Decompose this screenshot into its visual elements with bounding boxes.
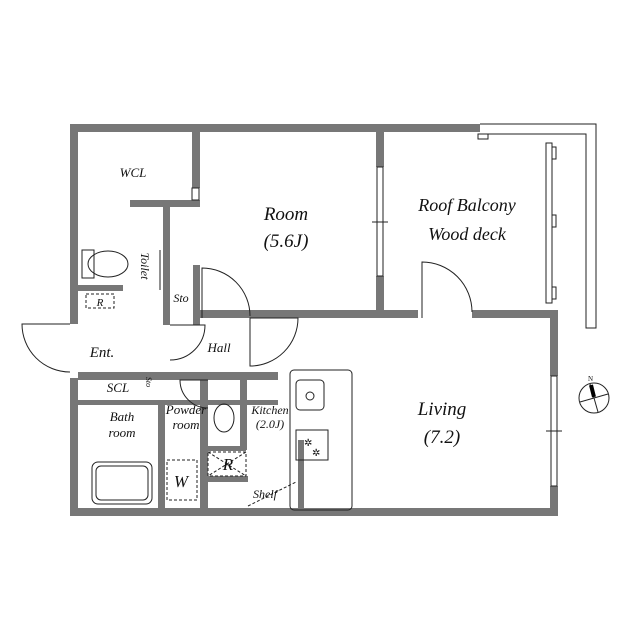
- label-fridge-small: R: [96, 297, 104, 309]
- balcony-outline: [477, 123, 597, 329]
- label-shelf: Shelf: [253, 487, 279, 501]
- bathtub-icon: [91, 461, 153, 505]
- doors: [21, 261, 473, 409]
- washbasin-icon: [213, 403, 235, 433]
- label-bath: Bath: [110, 409, 135, 424]
- burner-icon: ✲: [312, 448, 320, 459]
- small-fridge-space: [85, 293, 115, 309]
- room-labels: WCL Room (5.6J) Roof Balcony Wood deck T…: [89, 165, 516, 501]
- walls: [70, 124, 558, 516]
- label-toilet: Toilet: [138, 253, 152, 281]
- label-sto-upper: Sto: [173, 291, 188, 305]
- label-room: Room: [263, 204, 308, 225]
- compass: N: [578, 375, 610, 414]
- kitchen-counter: [289, 369, 353, 511]
- label-living: Living: [417, 399, 467, 420]
- compass-north-label: N: [588, 375, 593, 383]
- label-hall: Hall: [206, 340, 231, 355]
- label-room-size: (5.6J): [264, 231, 309, 252]
- stove-icon: [295, 429, 329, 461]
- label-entrance: Ent.: [89, 345, 115, 361]
- label-scl: SCL: [107, 380, 129, 395]
- sink-icon: [295, 379, 325, 411]
- label-powder-room: room: [173, 417, 200, 432]
- label-living-size: (7.2): [424, 427, 460, 448]
- fixtures: ✲ ✲: [81, 249, 353, 511]
- washer-space: [166, 459, 198, 501]
- label-kitchen-size: (2.0J): [256, 417, 284, 431]
- label-washer: W: [174, 472, 190, 491]
- windows: [191, 166, 562, 487]
- label-kitchen: Kitchen: [250, 403, 288, 417]
- fridge-space: [207, 451, 247, 477]
- label-fridge: R: [222, 455, 234, 474]
- label-wood-deck: Wood deck: [428, 224, 507, 244]
- label-wcl: WCL: [120, 165, 147, 180]
- burner-icon: ✲: [304, 438, 312, 449]
- label-bath-room: room: [109, 425, 136, 440]
- label-sto-lower: Sto: [144, 377, 153, 387]
- label-roof-balcony: Roof Balcony: [417, 195, 515, 215]
- label-powder: Powder: [165, 402, 207, 417]
- toilet-icon: [81, 249, 95, 279]
